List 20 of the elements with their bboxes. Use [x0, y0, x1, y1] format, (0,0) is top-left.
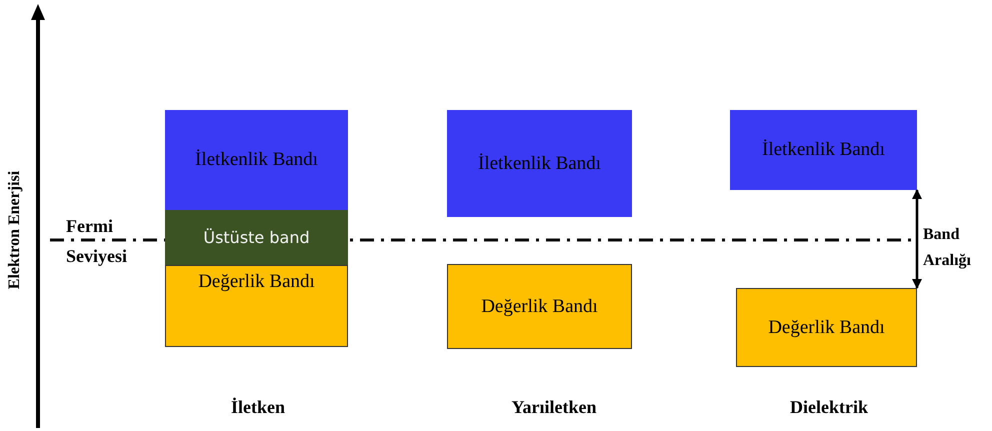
valence-band [165, 265, 348, 347]
band-gap-arrow [912, 189, 922, 289]
axis-label: Elektron Enerjisi [5, 170, 24, 290]
band-label: Değerlik Bandı [768, 316, 885, 340]
band-label: İletkenlik Bandı [195, 148, 318, 172]
overlap-band [165, 210, 348, 265]
fermi-level-label: Fermi Seviyesi [66, 215, 128, 268]
band-label: Üstüste band [203, 228, 310, 248]
valence-band [447, 264, 632, 349]
band-label: Değerlik Bandı [481, 294, 598, 318]
conduction-band [165, 110, 348, 210]
conduction-band [447, 110, 632, 217]
band-label: İletkenlik Bandı [478, 152, 601, 176]
band-label: İletkenlik Bandı [762, 138, 885, 162]
column-title: İletken [230, 396, 286, 419]
valence-band [736, 288, 917, 367]
column-title: Yarıiletken [510, 396, 598, 419]
band-label: Değerlik Bandı [198, 270, 315, 294]
column-title: Dielektrik [789, 396, 869, 419]
conduction-band [730, 110, 917, 190]
